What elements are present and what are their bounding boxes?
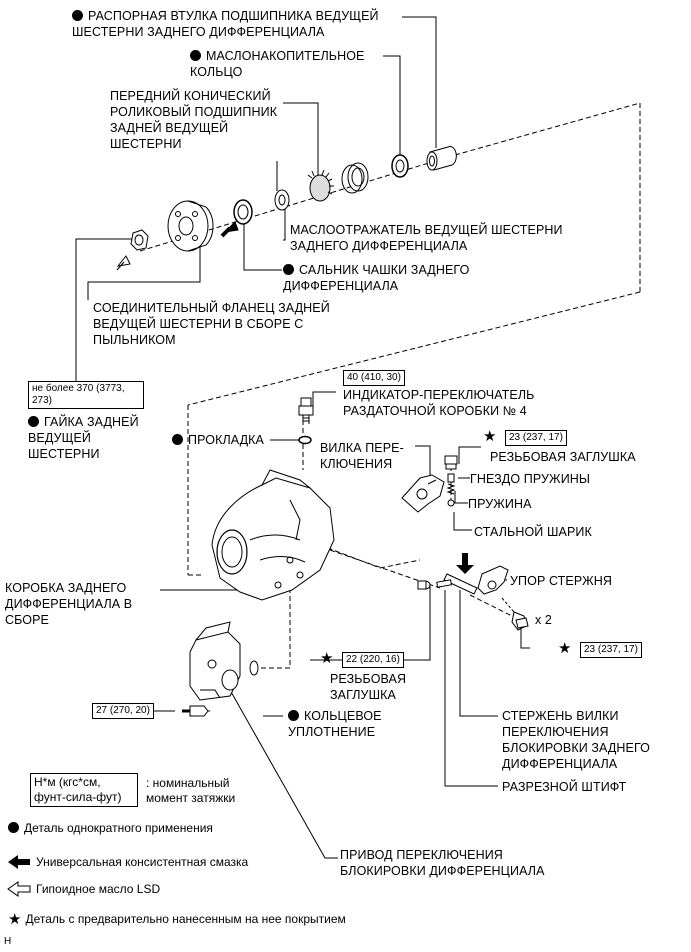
legend-torque-unit-box: Н*м (кгс*см, фунт-сила-фут): [30, 773, 138, 807]
plug-bottom-torque-box: 22 (220, 16): [342, 652, 404, 668]
nut-part: [116, 229, 149, 271]
nut-torque-box: не более 370 (3773, 273): [28, 381, 144, 409]
front-bearing-label: ПЕРЕДНИЙ КОНИЧЕСКИЙ РОЛИКОВЫЙ ПОДШИПНИК …: [110, 89, 278, 151]
legend-torque-desc: : номинальный момент затяжки: [146, 776, 236, 805]
spring-seat-label: ГНЕЗДО ПРУЖИНЫ: [470, 472, 591, 486]
corner-code: H: [4, 936, 12, 947]
o-ring-label: КОЛЬЦЕВОЕ УПЛОТНЕНИЕ: [288, 709, 382, 739]
x2-label: x 2: [535, 613, 552, 627]
gasket-part: [298, 435, 312, 445]
steel-ball-label: СТАЛЬНОЙ ШАРИК: [474, 525, 592, 539]
precoated-star-icon: ★: [558, 640, 572, 657]
non-reusable-icon: [190, 50, 201, 61]
plug-top-star: ★: [483, 428, 501, 445]
bearing-part: [341, 162, 369, 194]
non-reusable-icon: [8, 822, 19, 833]
actuator-label: ПРИВОД ПЕРЕКЛЮЧЕНИЯ БЛОКИРОВКИ ДИФФЕРЕНЦ…: [340, 848, 545, 878]
oil-storage-ring-part: [391, 154, 409, 178]
slotted-pin-part: [436, 579, 452, 588]
spring-part: [446, 483, 456, 495]
actuator-bolt-torque-box: 27 (270, 20): [92, 703, 154, 719]
plug-bottom-star: ★: [320, 650, 338, 667]
precoated-star-icon: ★: [8, 911, 22, 928]
stopper-label: УПОР СТЕРЖНЯ: [510, 574, 613, 588]
indicator-label: ИНДИКАТОР-ПЕРЕКЛЮЧАТЕЛЬ РАЗДАТОЧНОЙ КОРО…: [343, 388, 535, 418]
plug-top-label: РЕЗЬБОВАЯ ЗАГЛУШКА: [490, 450, 636, 464]
non-reusable-icon: [72, 10, 83, 21]
plug-bottom-label: РЕЗЬБОВАЯ ЗАГЛУШКА: [330, 672, 407, 702]
spacer-part: [426, 146, 457, 171]
plug-top-torque-box: 23 (237, 17): [505, 430, 567, 446]
oil-slinger-label: МАСЛООТРАЖАТЕЛЬ ВЕДУЩЕЙ ШЕСТЕРНИ ЗАДНЕГО…: [290, 223, 563, 253]
precoated-star-icon: ★: [483, 428, 497, 445]
o-ring-part: [249, 660, 259, 676]
lsd-oil-arrow-icon: [7, 881, 31, 897]
legend-lsd-oil: Гипоидное масло LSD: [36, 882, 161, 896]
nut-label: ГАЙКА ЗАДНЕЙ ВЕДУЩЕЙ ШЕСТЕРНИ: [28, 415, 139, 461]
oil-seal-part: [220, 199, 253, 238]
flange-part: [167, 200, 214, 252]
non-reusable-icon: [28, 416, 39, 427]
spacer-label: РАСПОРНАЯ ВТУЛКА ПОДШИПНИКА ВЕДУЩЕЙ ШЕСТ…: [72, 9, 379, 39]
legend-non-reusable: Деталь однократного применения: [8, 821, 213, 836]
stopper-torque-box: 23 (237, 17): [580, 642, 642, 658]
screw-plug-top-part: [444, 455, 458, 470]
grease-arrow-icon: [8, 855, 30, 869]
stopper-bolt-part: [515, 617, 529, 629]
non-reusable-icon: [172, 434, 183, 445]
indicator-switch-part: [298, 397, 314, 424]
actuator-bolt-part: [182, 705, 209, 717]
spring-seat-part: [447, 473, 455, 483]
pin-label: РАЗРЕЗНОЙ ШТИФТ: [502, 780, 627, 794]
steel-ball-part: [447, 499, 455, 507]
legend-grease: Универсальная консистентная смазка: [36, 855, 249, 869]
gasket-label: ПРОКЛАДКА: [172, 432, 264, 448]
oil-ring-label: МАСЛОНАКОПИТЕЛЬНОЕ КОЛЬЦО: [190, 49, 365, 79]
spring-label: ПРУЖИНА: [468, 497, 532, 511]
shift-fork-part: [401, 474, 445, 513]
lock-actuator-part: [189, 621, 241, 701]
stopper-star: ★: [558, 640, 576, 657]
non-reusable-icon: [283, 264, 294, 275]
non-reusable-icon: [288, 710, 299, 721]
housing-label: КОРОБКА ЗАДНЕГО ДИФФЕРЕНЦИАЛА В СБОРЕ: [5, 581, 133, 627]
shaft-part: [443, 553, 478, 595]
pinion-gear-part: [307, 169, 334, 202]
indicator-torque-box: 40 (410, 30): [343, 370, 405, 386]
oil-slinger-part: [274, 189, 290, 211]
fork-label: ВИЛКА ПЕРЕ- КЛЮЧЕНИЯ: [320, 441, 404, 471]
precoated-star-icon: ★: [320, 650, 334, 667]
differential-housing-part: [211, 469, 335, 601]
oil-seal-label: САЛЬНИК ЧАШКИ ЗАДНЕГО ДИФФЕРЕНЦИАЛА: [283, 263, 470, 293]
shaft-label: СТЕРЖЕНЬ ВИЛКИ ПЕРЕКЛЮЧЕНИЯ БЛОКИРОВКИ З…: [502, 709, 650, 771]
legend-precoated: ★Деталь с предварительно нанесенным на н…: [8, 911, 346, 928]
leader-lines: [75, 16, 530, 859]
flange-label: СОЕДИНИТЕЛЬНЫЙ ФЛАНЕЦ ЗАДНЕЙ ВЕДУЩЕЙ ШЕС…: [93, 301, 330, 347]
screw-plug-bottom-part: [417, 580, 431, 590]
